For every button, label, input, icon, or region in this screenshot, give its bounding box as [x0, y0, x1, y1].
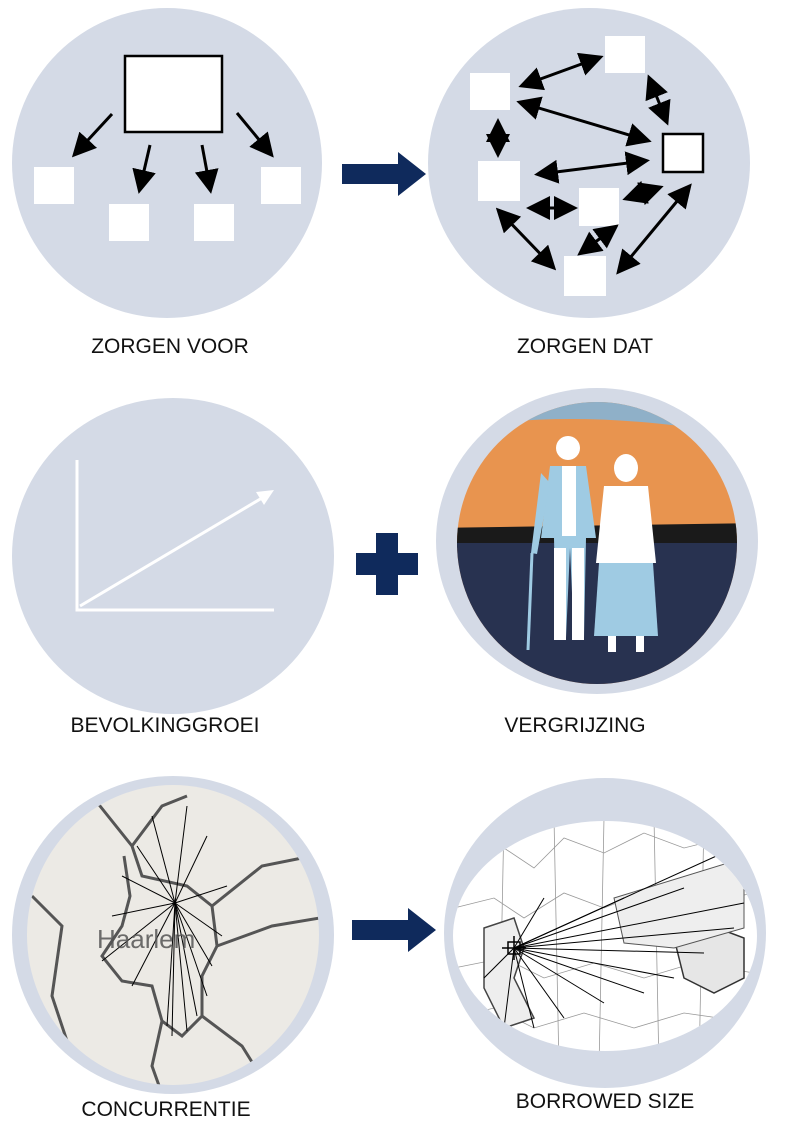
elderly-woman-figure — [594, 454, 658, 652]
region-map — [453, 821, 757, 1051]
zorgen-dat-circle — [428, 8, 750, 318]
node-box-e — [579, 188, 619, 226]
node-box-d — [478, 161, 520, 201]
label-vergrijzing: VERGRIJZING — [504, 714, 646, 737]
elderly-man-figure — [526, 436, 596, 651]
crosshair-icon — [502, 936, 526, 960]
label-borrowed-size: BORROWED SIZE — [515, 1090, 695, 1113]
plus-icon — [356, 533, 418, 595]
haarlem-map: Haarlem — [27, 785, 319, 1085]
label-concurrentie: CONCURRENTIE — [81, 1098, 251, 1121]
node-box-f — [564, 256, 606, 296]
concurrentie-circle: Haarlem — [12, 776, 334, 1094]
growth-graph-icon — [75, 460, 274, 612]
child-box-1 — [34, 167, 74, 204]
node-box-a — [470, 73, 510, 110]
child-box-2 — [109, 204, 149, 241]
hierarchy-diagram — [34, 54, 301, 241]
elderly-couple-photo — [457, 402, 737, 684]
label-zorgen-voor: ZORGEN VOOR — [91, 335, 249, 358]
borrowed-size-circle — [444, 778, 766, 1088]
network-diagram — [470, 36, 705, 296]
node-box-b — [605, 36, 645, 73]
right-arrow-icon — [342, 152, 426, 196]
right-arrow-icon-2 — [352, 908, 436, 952]
zorgen-voor-circle — [12, 8, 322, 318]
vergrijzing-circle — [436, 388, 758, 694]
child-box-3 — [194, 204, 234, 241]
map-city-label: Haarlem — [97, 924, 195, 954]
label-bevolkinggroei: BEVOLKINGGROEI — [70, 714, 260, 737]
label-zorgen-dat: ZORGEN DAT — [516, 335, 654, 358]
top-box — [123, 54, 224, 134]
bevolkinggroei-circle — [12, 398, 334, 714]
child-box-4 — [261, 167, 301, 204]
node-box-c — [661, 132, 705, 174]
